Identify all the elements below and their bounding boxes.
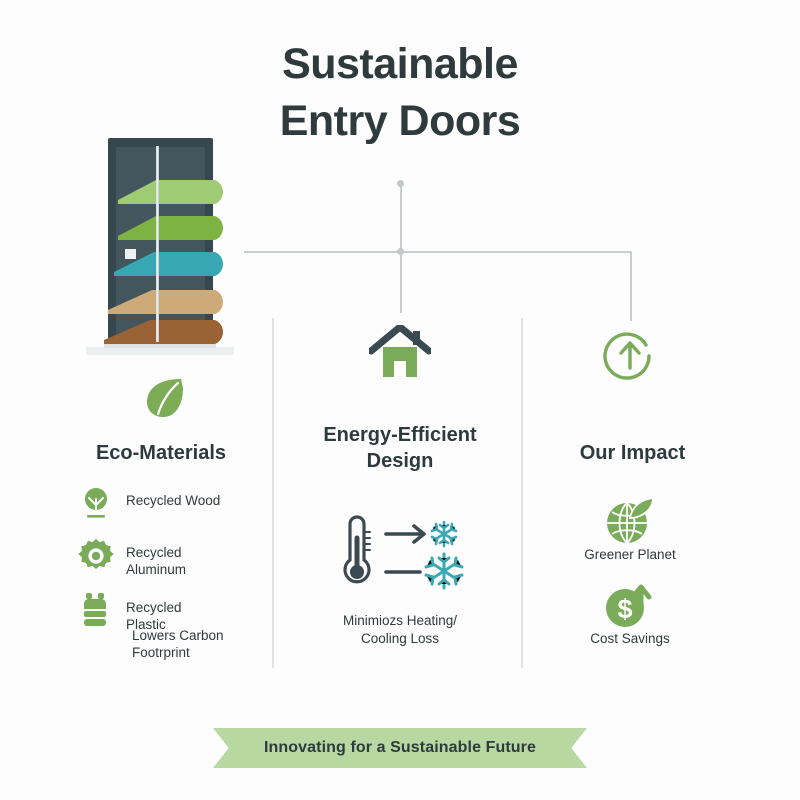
impact-item-greener-planet: Greener Planet — [540, 496, 720, 564]
door-handle-bar — [156, 146, 159, 342]
list-item: Recycled Wood — [76, 485, 276, 523]
tree-icon — [76, 485, 116, 523]
connector-vertical-right — [630, 251, 632, 321]
impact-item-label: Cost Savings — [590, 631, 670, 646]
list-item-label: Recycled Plastic — [126, 600, 182, 633]
list-item: Recycled Aluminum — [76, 537, 276, 578]
snowflake-small-icon — [430, 520, 458, 548]
title-line-2: Entry Doors — [279, 96, 521, 145]
connector-dot-middle — [397, 248, 404, 255]
circular-arrow-up-icon — [602, 328, 658, 389]
connector-horizontal-line — [244, 251, 631, 253]
door-layer-light-green — [118, 178, 228, 204]
house-icon — [367, 323, 433, 388]
connector-vertical-middle — [400, 251, 402, 313]
door-knob — [125, 249, 136, 259]
svg-text:$: $ — [617, 594, 632, 624]
list-item-label: Recycled Aluminum — [126, 545, 187, 577]
eco-materials-subnote: Lowers Carbon Footrprint — [132, 628, 224, 660]
title-line-1: Sustainable — [282, 40, 518, 88]
door-layer-tan — [108, 288, 228, 314]
connector-vertical-up — [400, 183, 402, 252]
ribbon-text: Innovating for a Sustainable Future — [264, 739, 536, 756]
door-floor-base — [86, 347, 234, 355]
door-layer-brown — [104, 318, 228, 344]
thermometer-icon — [343, 515, 371, 584]
snowflake-large-icon — [424, 552, 464, 590]
plastic-bottles-icon — [76, 592, 116, 630]
section-heading-eco-materials: Eco-Materials — [95, 442, 227, 464]
door-layer-green — [118, 214, 228, 240]
door-floor-plate — [104, 341, 216, 348]
section-heading-our-impact: Our Impact — [579, 442, 686, 464]
bottom-ribbon-banner: Innovating for a Sustainable Future — [213, 728, 587, 768]
list-item: Recycled Plastic — [76, 592, 276, 633]
globe-leaf-icon — [540, 496, 720, 546]
arrow-right-icon — [384, 524, 426, 544]
energy-caption: Minimiozs Heating/ Cooling Loss — [342, 613, 458, 647]
section-heading-energy-efficient: Energy-Efficient Design — [323, 424, 477, 472]
list-item-label: Recycled Wood — [126, 493, 221, 508]
impact-item-cost-savings: $ Cost Savings — [540, 582, 720, 648]
gear-icon — [76, 537, 116, 575]
dollar-arrow-up-icon: $ — [540, 582, 720, 630]
column-divider-left — [272, 318, 274, 668]
connector-dot-top — [397, 180, 404, 187]
eco-materials-list: Recycled Wood Recycled Aluminum — [76, 485, 276, 648]
door-layer-teal — [114, 250, 228, 276]
thermometer-cooling-diagram — [330, 512, 470, 595]
page-title: Sustainable Entry Doors — [0, 36, 800, 150]
column-divider-right — [521, 318, 523, 668]
layered-door-illustration — [78, 138, 248, 363]
leaf-icon — [145, 376, 185, 425]
impact-item-label: Greener Planet — [584, 547, 676, 562]
